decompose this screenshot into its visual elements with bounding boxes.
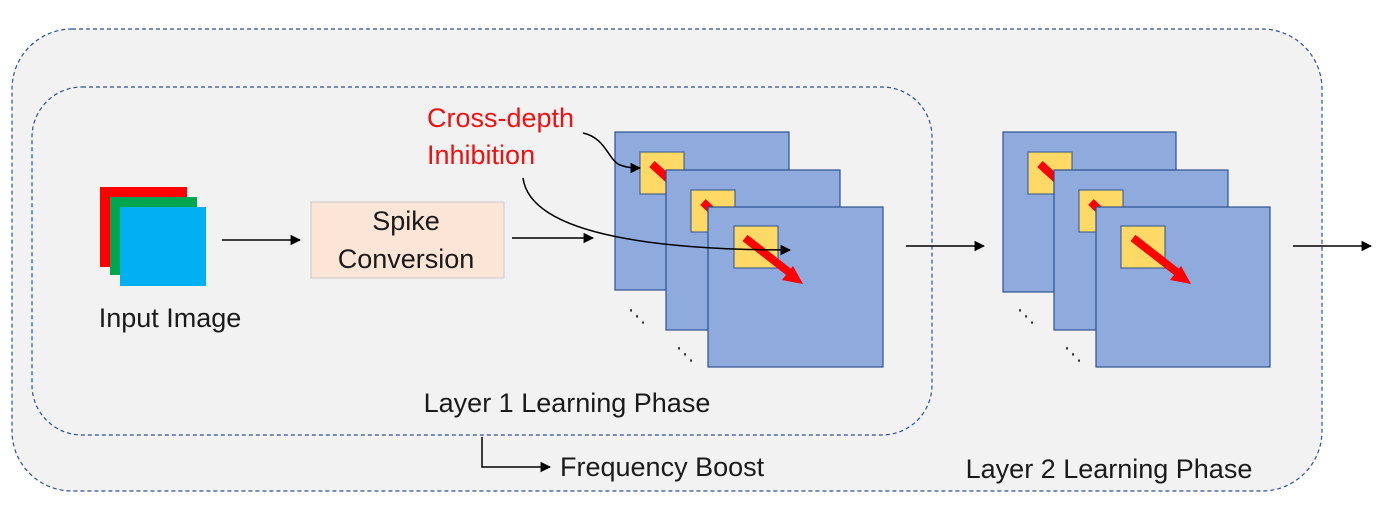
layer1-weight-arrowhead-icon	[782, 266, 803, 284]
input-image-stack-icon	[100, 187, 206, 286]
frequency-boost-connector	[481, 437, 552, 473]
layer1-weight-arrow-front-icon	[742, 234, 793, 277]
layer2-ellipsis-1: ⋱	[1017, 306, 1035, 326]
layer1-feature-map-stack-icon	[614, 131, 884, 368]
spike-conversion-box	[310, 201, 505, 279]
cross-depth-connector-short	[582, 132, 642, 174]
spike-conversion-label-line2: Conversion	[338, 244, 475, 274]
layer2-weight-arrowhead-icon	[1170, 266, 1191, 284]
frequency-boost-label: Frequency Boost	[560, 452, 765, 482]
cross-depth-label-line2: Inhibition	[427, 140, 535, 170]
spike-conversion-label-line1: Spike	[372, 206, 440, 236]
layer1-phase-label: Layer 1 Learning Phase	[424, 388, 711, 418]
layer1-ellipsis-1: ⋱	[628, 306, 646, 326]
layer1-ellipsis-2: ⋱	[676, 344, 694, 364]
input-image-label: Input Image	[99, 303, 242, 333]
cross-depth-label-line1: Cross-depth	[427, 103, 574, 133]
layer2-feature-map-stack-icon	[1002, 131, 1271, 368]
layer2-weight-arrow-front-icon	[1130, 234, 1181, 277]
cross-depth-connector-long	[522, 177, 792, 256]
layer2-ellipsis-2: ⋱	[1064, 344, 1082, 364]
layer2-phase-label: Layer 2 Learning Phase	[966, 454, 1253, 484]
